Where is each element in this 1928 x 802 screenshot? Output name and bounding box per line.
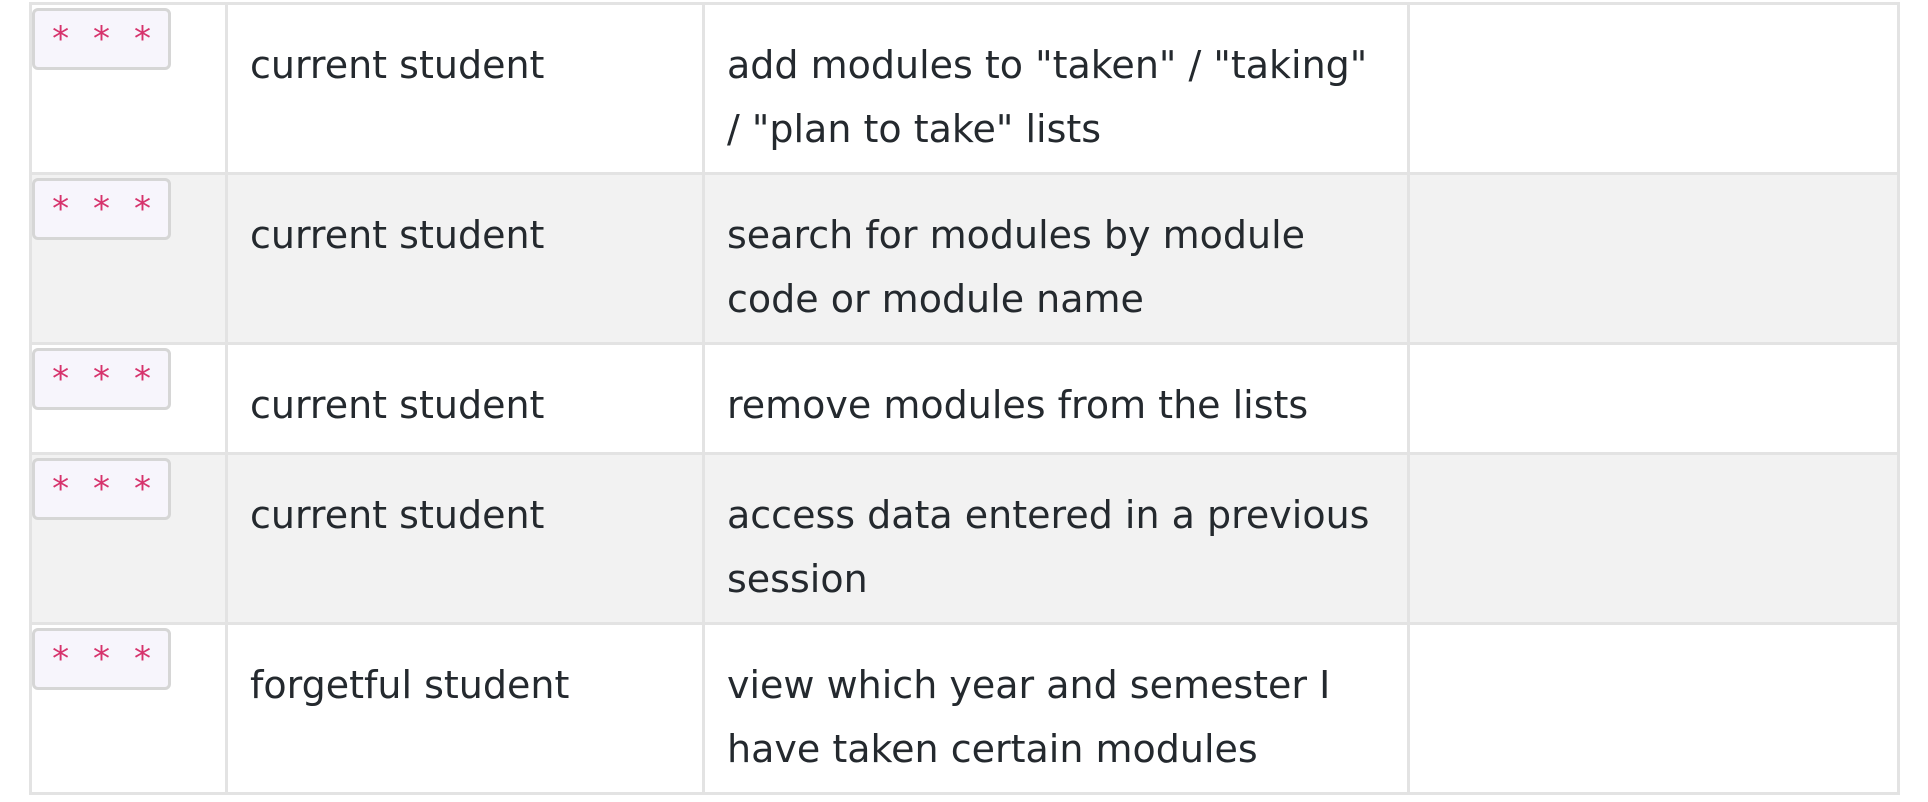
goal-cell: add modules to "taken" / "taking" / "pla… bbox=[702, 2, 1410, 175]
goal-cell: view which year and semester I have take… bbox=[702, 622, 1410, 795]
goal-cell: search for modules by module code or mod… bbox=[702, 172, 1410, 345]
user-stories-table: * * * current student add modules to "ta… bbox=[29, 2, 1900, 795]
priority-badge: * * * bbox=[32, 178, 171, 240]
role-cell: forgetful student bbox=[225, 622, 705, 795]
priority-cell: * * * bbox=[29, 2, 228, 175]
benefit-cell bbox=[1407, 342, 1900, 455]
benefit-cell bbox=[1407, 452, 1900, 625]
priority-cell: * * * bbox=[29, 172, 228, 345]
table-row: * * * current student access data entere… bbox=[29, 452, 1900, 625]
benefit-text bbox=[1410, 455, 1897, 483]
role-cell: current student bbox=[225, 2, 705, 175]
goal-text: remove modules from the lists bbox=[727, 383, 1309, 427]
goal-text: view which year and semester I have take… bbox=[727, 663, 1331, 771]
benefit-cell bbox=[1407, 622, 1900, 795]
user-stories-table-wrapper: * * * current student add modules to "ta… bbox=[29, 2, 1900, 795]
benefit-text bbox=[1410, 625, 1897, 653]
table-row: * * * current student search for modules… bbox=[29, 172, 1900, 345]
role-cell: current student bbox=[225, 452, 705, 625]
goal-cell: access data entered in a previous sessio… bbox=[702, 452, 1410, 625]
role-text: current student bbox=[250, 493, 545, 537]
table-row: * * * forgetful student view which year … bbox=[29, 622, 1900, 795]
goal-text: search for modules by module code or mod… bbox=[727, 213, 1306, 321]
role-cell: current student bbox=[225, 172, 705, 345]
role-text: current student bbox=[250, 43, 545, 87]
table-row: * * * current student remove modules fro… bbox=[29, 342, 1900, 455]
priority-cell: * * * bbox=[29, 622, 228, 795]
priority-cell: * * * bbox=[29, 342, 228, 455]
benefit-text bbox=[1410, 5, 1897, 33]
benefit-cell bbox=[1407, 172, 1900, 345]
priority-cell: * * * bbox=[29, 452, 228, 625]
goal-text: add modules to "taken" / "taking" / "pla… bbox=[727, 43, 1368, 151]
priority-badge: * * * bbox=[32, 348, 171, 410]
priority-badge: * * * bbox=[32, 628, 171, 690]
goal-cell: remove modules from the lists bbox=[702, 342, 1410, 455]
role-text: current student bbox=[250, 213, 545, 257]
benefit-text bbox=[1410, 175, 1897, 203]
role-text: forgetful student bbox=[250, 663, 570, 707]
priority-badge: * * * bbox=[32, 458, 171, 520]
benefit-text bbox=[1410, 345, 1897, 373]
benefit-cell bbox=[1407, 2, 1900, 175]
priority-badge: * * * bbox=[32, 8, 171, 70]
role-cell: current student bbox=[225, 342, 705, 455]
goal-text: access data entered in a previous sessio… bbox=[727, 493, 1370, 601]
table-row: * * * current student add modules to "ta… bbox=[29, 2, 1900, 175]
role-text: current student bbox=[250, 383, 545, 427]
